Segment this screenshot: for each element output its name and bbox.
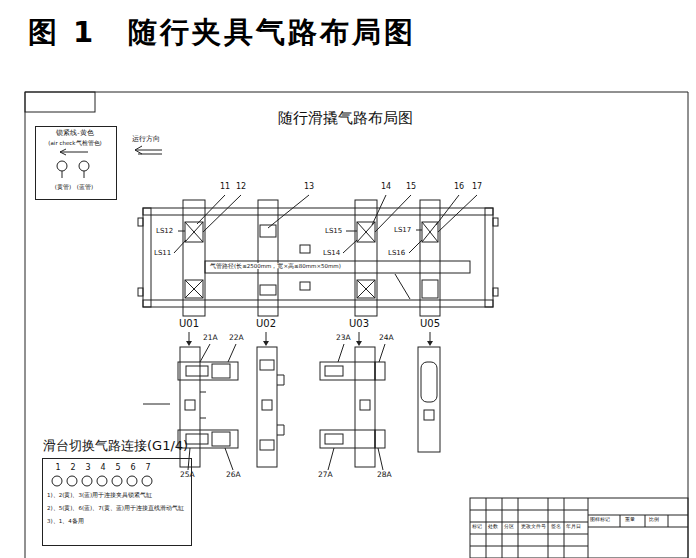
callout-number: 13: [304, 182, 314, 191]
port-number: 6: [128, 463, 138, 473]
sensor-label: LS16: [388, 249, 405, 257]
part-label: 26A: [226, 471, 241, 480]
part-label: 27A: [318, 471, 333, 480]
unit-label: U02: [256, 318, 276, 330]
sensor-label: LS17: [394, 226, 411, 234]
callout-number: 14: [381, 182, 391, 191]
port-number: 2: [68, 463, 78, 473]
part-label: 28A: [377, 471, 392, 480]
port-number: 7: [143, 463, 153, 473]
part-label: 22A: [229, 334, 244, 343]
direction-label: 运行方向: [132, 135, 160, 143]
title-block-cell: 处数: [488, 524, 498, 530]
tube-legend-box: 锁紧线-黄色 (air check气检管色) (黄管)(蓝管): [35, 126, 117, 200]
title-block-cell: 更改文件号: [521, 524, 546, 530]
sensor-label: LS15: [325, 227, 342, 235]
port-number: 4: [98, 463, 108, 473]
title-block-cell: 分区: [504, 524, 514, 530]
title-block-cell: 图样标记: [590, 517, 610, 523]
port-number: 3: [83, 463, 93, 473]
callout-number: 11: [220, 182, 230, 191]
title-block-cell: 重量: [625, 517, 635, 523]
legend-text: 锁紧线-黄色: [36, 130, 114, 138]
dimension-note: 气管路径(长≤2500mm，宽×高≤80mm×50mm): [209, 263, 342, 269]
callout-number: 17: [472, 182, 482, 191]
title-block-cell: 标记: [472, 524, 482, 530]
box-heading: 滑台切换气路连接(G1/4): [43, 438, 188, 454]
title-block-cell: 年月日: [566, 524, 581, 530]
title-block-cell: 签名: [551, 524, 561, 530]
tube-label: (蓝管): [74, 184, 96, 191]
part-label: 25A: [180, 471, 195, 480]
sensor-label: LS11: [154, 249, 171, 257]
port-number: 1: [53, 463, 63, 473]
callout-number: 12: [236, 182, 246, 191]
unit-label: U05: [420, 318, 440, 330]
unit-label: U03: [349, 318, 369, 330]
title-block-cell: 比例: [649, 517, 659, 523]
part-label: 24A: [379, 334, 394, 343]
sensor-label: LS12: [156, 227, 173, 235]
figure-title: 图 1 随行夹具气路布局图: [28, 16, 416, 49]
legend-text: (air check气检管色): [36, 140, 114, 147]
tube-label: (黄管): [52, 184, 74, 191]
note-text: 2)、5(黄)、6(蓝)、7(黄、蓝)用于连接直线滑动气缸: [47, 505, 189, 512]
port-number: 5: [113, 463, 123, 473]
note-text: 1)、2(黄)、3(蓝)用于连接夹具锁紧气缸: [47, 492, 189, 499]
part-label: 23A: [336, 334, 351, 343]
part-label: 21A: [203, 334, 218, 343]
drawing-title: 随行滑撬气路布局图: [278, 110, 413, 127]
switch-connection-box: 滑台切换气路连接(G1/4)12345671)、2(黄)、3(蓝)用于连接夹具锁…: [42, 458, 192, 546]
sensor-label: LS14: [323, 249, 340, 257]
callout-number: 15: [406, 182, 416, 191]
note-text: 3)、1、4备用: [47, 518, 189, 525]
unit-label: U01: [179, 318, 199, 330]
callout-number: 16: [454, 182, 464, 191]
